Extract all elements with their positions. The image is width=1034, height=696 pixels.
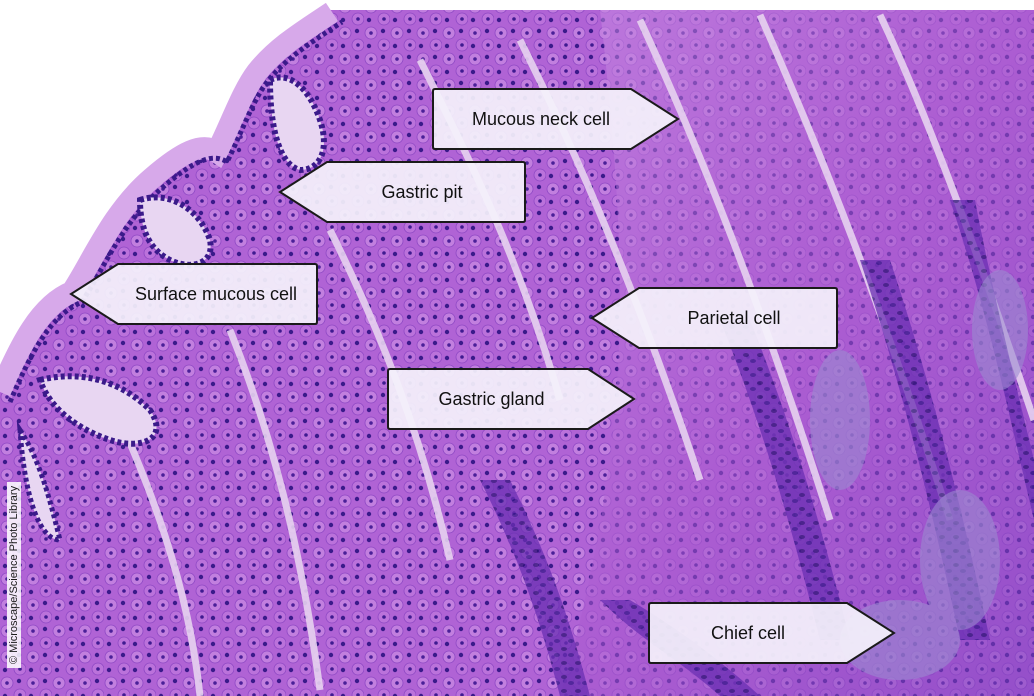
label-text: Gastric gland xyxy=(438,388,545,409)
callout-arrow-right xyxy=(648,602,896,664)
label-text: Gastric pit xyxy=(381,181,463,202)
label-text: Surface mucous cell xyxy=(134,283,298,304)
surface-epithelium xyxy=(0,2,344,543)
label-mucous-neck-cell: Mucous neck cell xyxy=(431,87,681,151)
label-text: Parietal cell xyxy=(687,307,781,328)
callout-arrow-left xyxy=(69,263,318,325)
label-gastric-pit: Gastric pit xyxy=(277,160,527,224)
callout-arrow-left xyxy=(278,161,526,223)
chief-cell-clusters xyxy=(810,270,1028,680)
label-chief-cell: Chief cell xyxy=(647,601,897,665)
copyright-credit: © Microscape/Science Photo Library xyxy=(7,481,21,668)
label-parietal-cell: Parietal cell xyxy=(589,286,839,350)
label-text: Chief cell xyxy=(710,622,786,643)
gland-region xyxy=(560,10,1034,696)
callout-arrow-right xyxy=(387,368,636,430)
callout-arrow-left xyxy=(590,287,838,349)
label-surface-mucous-cell: Surface mucous cell xyxy=(68,262,319,326)
label-text: Mucous neck cell xyxy=(471,108,611,129)
label-gastric-gland: Gastric gland xyxy=(386,367,637,431)
callout-arrow-right xyxy=(432,88,680,150)
